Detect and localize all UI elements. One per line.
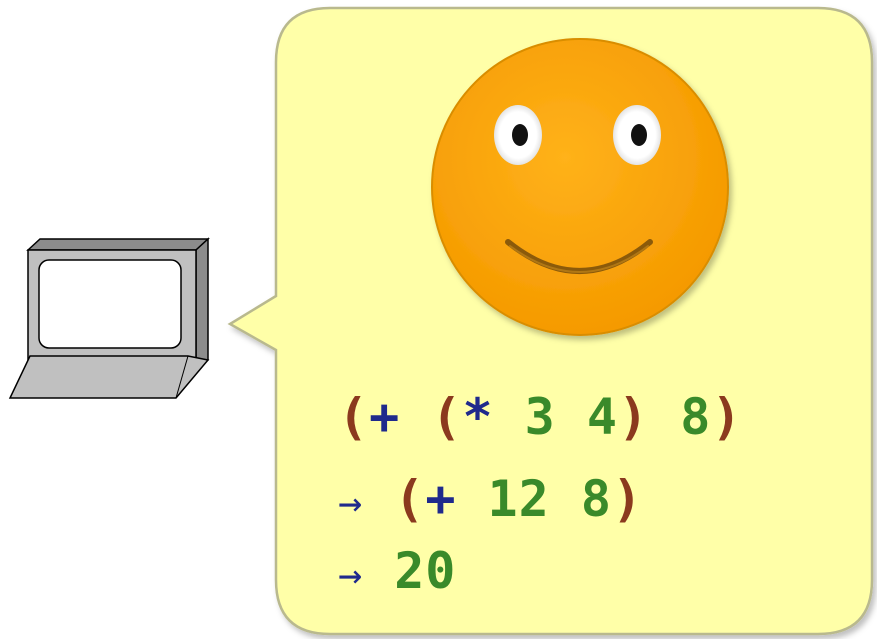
number-token: 20 [394,542,457,600]
arrow-token: → [338,552,364,598]
code-line-step-1: → (+ 12 8) [338,469,643,533]
space-token [550,470,581,528]
space-token [556,388,587,446]
paren-token: ) [611,470,644,528]
paren-token: ( [394,470,426,528]
operator-token: * [462,388,494,446]
number-token: 4 [586,388,618,446]
code-line-expression: (+ (* 3 4) 8) [338,387,742,447]
space-token [494,388,525,446]
smiley-face-icon [431,38,729,336]
arrow-token: → [338,480,364,526]
space-token [363,470,394,528]
paren-token: ) [617,388,650,446]
space-token [400,388,431,446]
operator-token: + [425,470,457,528]
code-line-result: → 20 [338,541,456,605]
paren-token: ( [431,388,463,446]
paren-token: ) [711,388,743,446]
paren-token: ( [338,388,370,446]
number-token: 8 [680,388,712,446]
number-token: 12 [487,470,550,528]
number-token: 8 [580,470,612,528]
space-token [363,542,394,600]
space-token [456,470,487,528]
number-token: 3 [524,388,556,446]
space-token [649,388,680,446]
laptop-computer-icon [8,237,210,399]
operator-token: + [369,388,401,446]
